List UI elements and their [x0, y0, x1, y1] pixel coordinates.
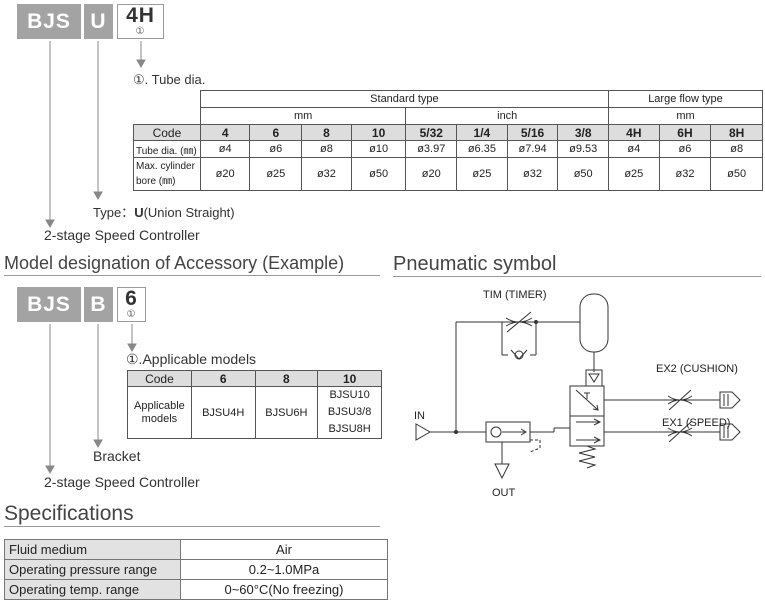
accessory-code-blocks: BJS B 6 ① — [17, 287, 167, 327]
code-block-type: U — [84, 4, 113, 39]
bore-cell: ø25 — [608, 157, 660, 191]
unit-large-mm: mm — [608, 107, 763, 125]
bore-cell: ø50 — [710, 157, 763, 191]
acc-row-label-line2: models — [141, 412, 178, 425]
code-block-tube-sub: ① — [135, 26, 146, 37]
code-block-series: BJS — [17, 4, 81, 39]
bore-cell: ø25 — [456, 157, 508, 191]
accessory-title-rule — [4, 275, 380, 276]
spec-value: 0.2~1.0MPa — [180, 559, 388, 580]
acc-model-cell-10: BJSU10 BJSU3/8 BJSU8H — [317, 386, 382, 439]
in-label: IN — [414, 410, 425, 422]
bore-cell: ø32 — [506, 157, 559, 191]
spec-value: Air — [180, 539, 388, 560]
spec-key: Fluid medium — [4, 539, 181, 560]
specs-table: Fluid medium Air Operating pressure rang… — [4, 539, 388, 600]
acc-block-bracket: B — [84, 287, 113, 322]
applicable-models-note: ①.Applicable models — [126, 351, 257, 367]
tube-cell: ø6 — [658, 140, 712, 158]
bore-cell: ø32 — [301, 157, 352, 191]
code-cell: 5/32 — [405, 124, 458, 141]
code-cell: 1/4 — [456, 124, 508, 141]
acc-code-label: Code — [127, 370, 192, 387]
pneumatic-title-rule — [393, 276, 761, 277]
spec-key: Operating pressure range — [4, 559, 181, 580]
spec-row: Fluid medium Air — [4, 539, 388, 560]
acc-block-size-sub: ① — [126, 309, 137, 320]
code-cell: 3/8 — [557, 124, 609, 141]
code-cell: 8H — [710, 124, 763, 141]
out-label: OUT — [492, 487, 516, 499]
top-leader-lines — [45, 41, 146, 229]
acc-model-10-c: BJSU8H — [328, 423, 371, 435]
specs-title: Specifications — [4, 502, 134, 525]
acc-code-cell: 6 — [190, 370, 256, 387]
accessory-leader-lines — [45, 324, 137, 475]
type-label-prefix: Type： — [93, 205, 135, 220]
pneumatic-symbol-diagram: TIM (TIMER) EX2 (CUSHION) EX1 (SPEED) IN… — [414, 289, 741, 499]
spec-value: 0~60°C(No freezing) — [180, 579, 388, 600]
bore-cell: ø50 — [557, 157, 609, 191]
tube-dia-note: ①. Tube dia. — [133, 72, 206, 87]
tube-cell: ø4 — [608, 140, 660, 158]
acc-row-label: Applicable models — [127, 386, 192, 439]
tube-code-table: Standard type Large flow type mm inch mm… — [133, 90, 763, 191]
pneumatic-title: Pneumatic symbol — [393, 253, 557, 275]
acc-model-10-a: BJSU10 — [329, 389, 370, 401]
speed-label: EX1 (SPEED) — [662, 417, 730, 429]
tube-cell: ø9.53 — [557, 140, 609, 158]
accessory-table: Code 6 8 10 Applicable models BJSU4H BJS… — [127, 370, 382, 439]
code-cell: 6 — [249, 124, 303, 141]
bore-label-line1: Max. cylinder — [136, 161, 195, 172]
code-cell: 6H — [658, 124, 712, 141]
series-label-top: 2-stage Speed Controller — [44, 227, 200, 243]
bore-cell: ø25 — [249, 157, 303, 191]
bracket-label: Bracket — [93, 448, 141, 464]
code-cell: 5/16 — [506, 124, 559, 141]
type-label: Type：U(Union Straight) — [93, 202, 235, 221]
spec-row: Operating pressure range 0.2~1.0MPa — [4, 559, 388, 580]
code-cell: 4 — [199, 124, 251, 141]
tube-cell: ø3.97 — [405, 140, 458, 158]
timer-label: TIM (TIMER) — [483, 289, 547, 301]
acc-code-cell: 10 — [317, 370, 382, 387]
tube-cell: ø7.94 — [506, 140, 559, 158]
tube-cell: ø6.35 — [456, 140, 508, 158]
code-block-tube: 4H ① — [117, 4, 164, 39]
unit-std-inch: inch — [405, 107, 609, 125]
bore-cell: ø20 — [199, 157, 251, 191]
bore-cell: ø32 — [658, 157, 712, 191]
acc-model-10-b: BJSU3/8 — [327, 406, 372, 418]
specs-title-rule — [4, 526, 380, 527]
acc-block-series: BJS — [17, 287, 81, 322]
group-large-flow-type: Large flow type — [608, 90, 763, 108]
model-code-blocks: BJS U 4H ① — [17, 4, 167, 44]
type-code: U — [134, 205, 144, 220]
accessory-title: Model designation of Accessory (Example) — [4, 253, 345, 273]
bore-cell: ø50 — [350, 157, 407, 191]
bore-label-line2: bore (㎜) — [136, 176, 176, 187]
acc-block-size-text: 6 — [125, 287, 138, 310]
acc-block-size: 6 ① — [117, 287, 146, 322]
acc-code-cell: 8 — [254, 370, 319, 387]
series-label-accessory: 2-stage Speed Controller — [44, 474, 200, 490]
bore-cell: ø20 — [405, 157, 458, 191]
code-block-tube-text: 4H — [126, 4, 155, 27]
code-cell: 4H — [608, 124, 660, 141]
tube-cell: ø8 — [301, 140, 352, 158]
acc-model-cell: BJSU4H — [190, 386, 256, 439]
acc-model-cell: BJSU6H — [254, 386, 319, 439]
acc-row-label-line1: Applicable — [134, 399, 185, 412]
code-cell: 8 — [301, 124, 352, 141]
spec-row: Operating temp. range 0~60°C(No freezing… — [4, 579, 388, 600]
tube-cell: ø10 — [350, 140, 407, 158]
code-cell: 10 — [350, 124, 407, 141]
bore-row-label: Max. cylinder bore (㎜) — [133, 157, 201, 191]
type-desc: (Union Straight) — [143, 205, 235, 220]
tube-cell: ø8 — [710, 140, 763, 158]
spec-key: Operating temp. range — [4, 579, 181, 600]
cushion-label: EX2 (CUSHION) — [656, 363, 738, 375]
